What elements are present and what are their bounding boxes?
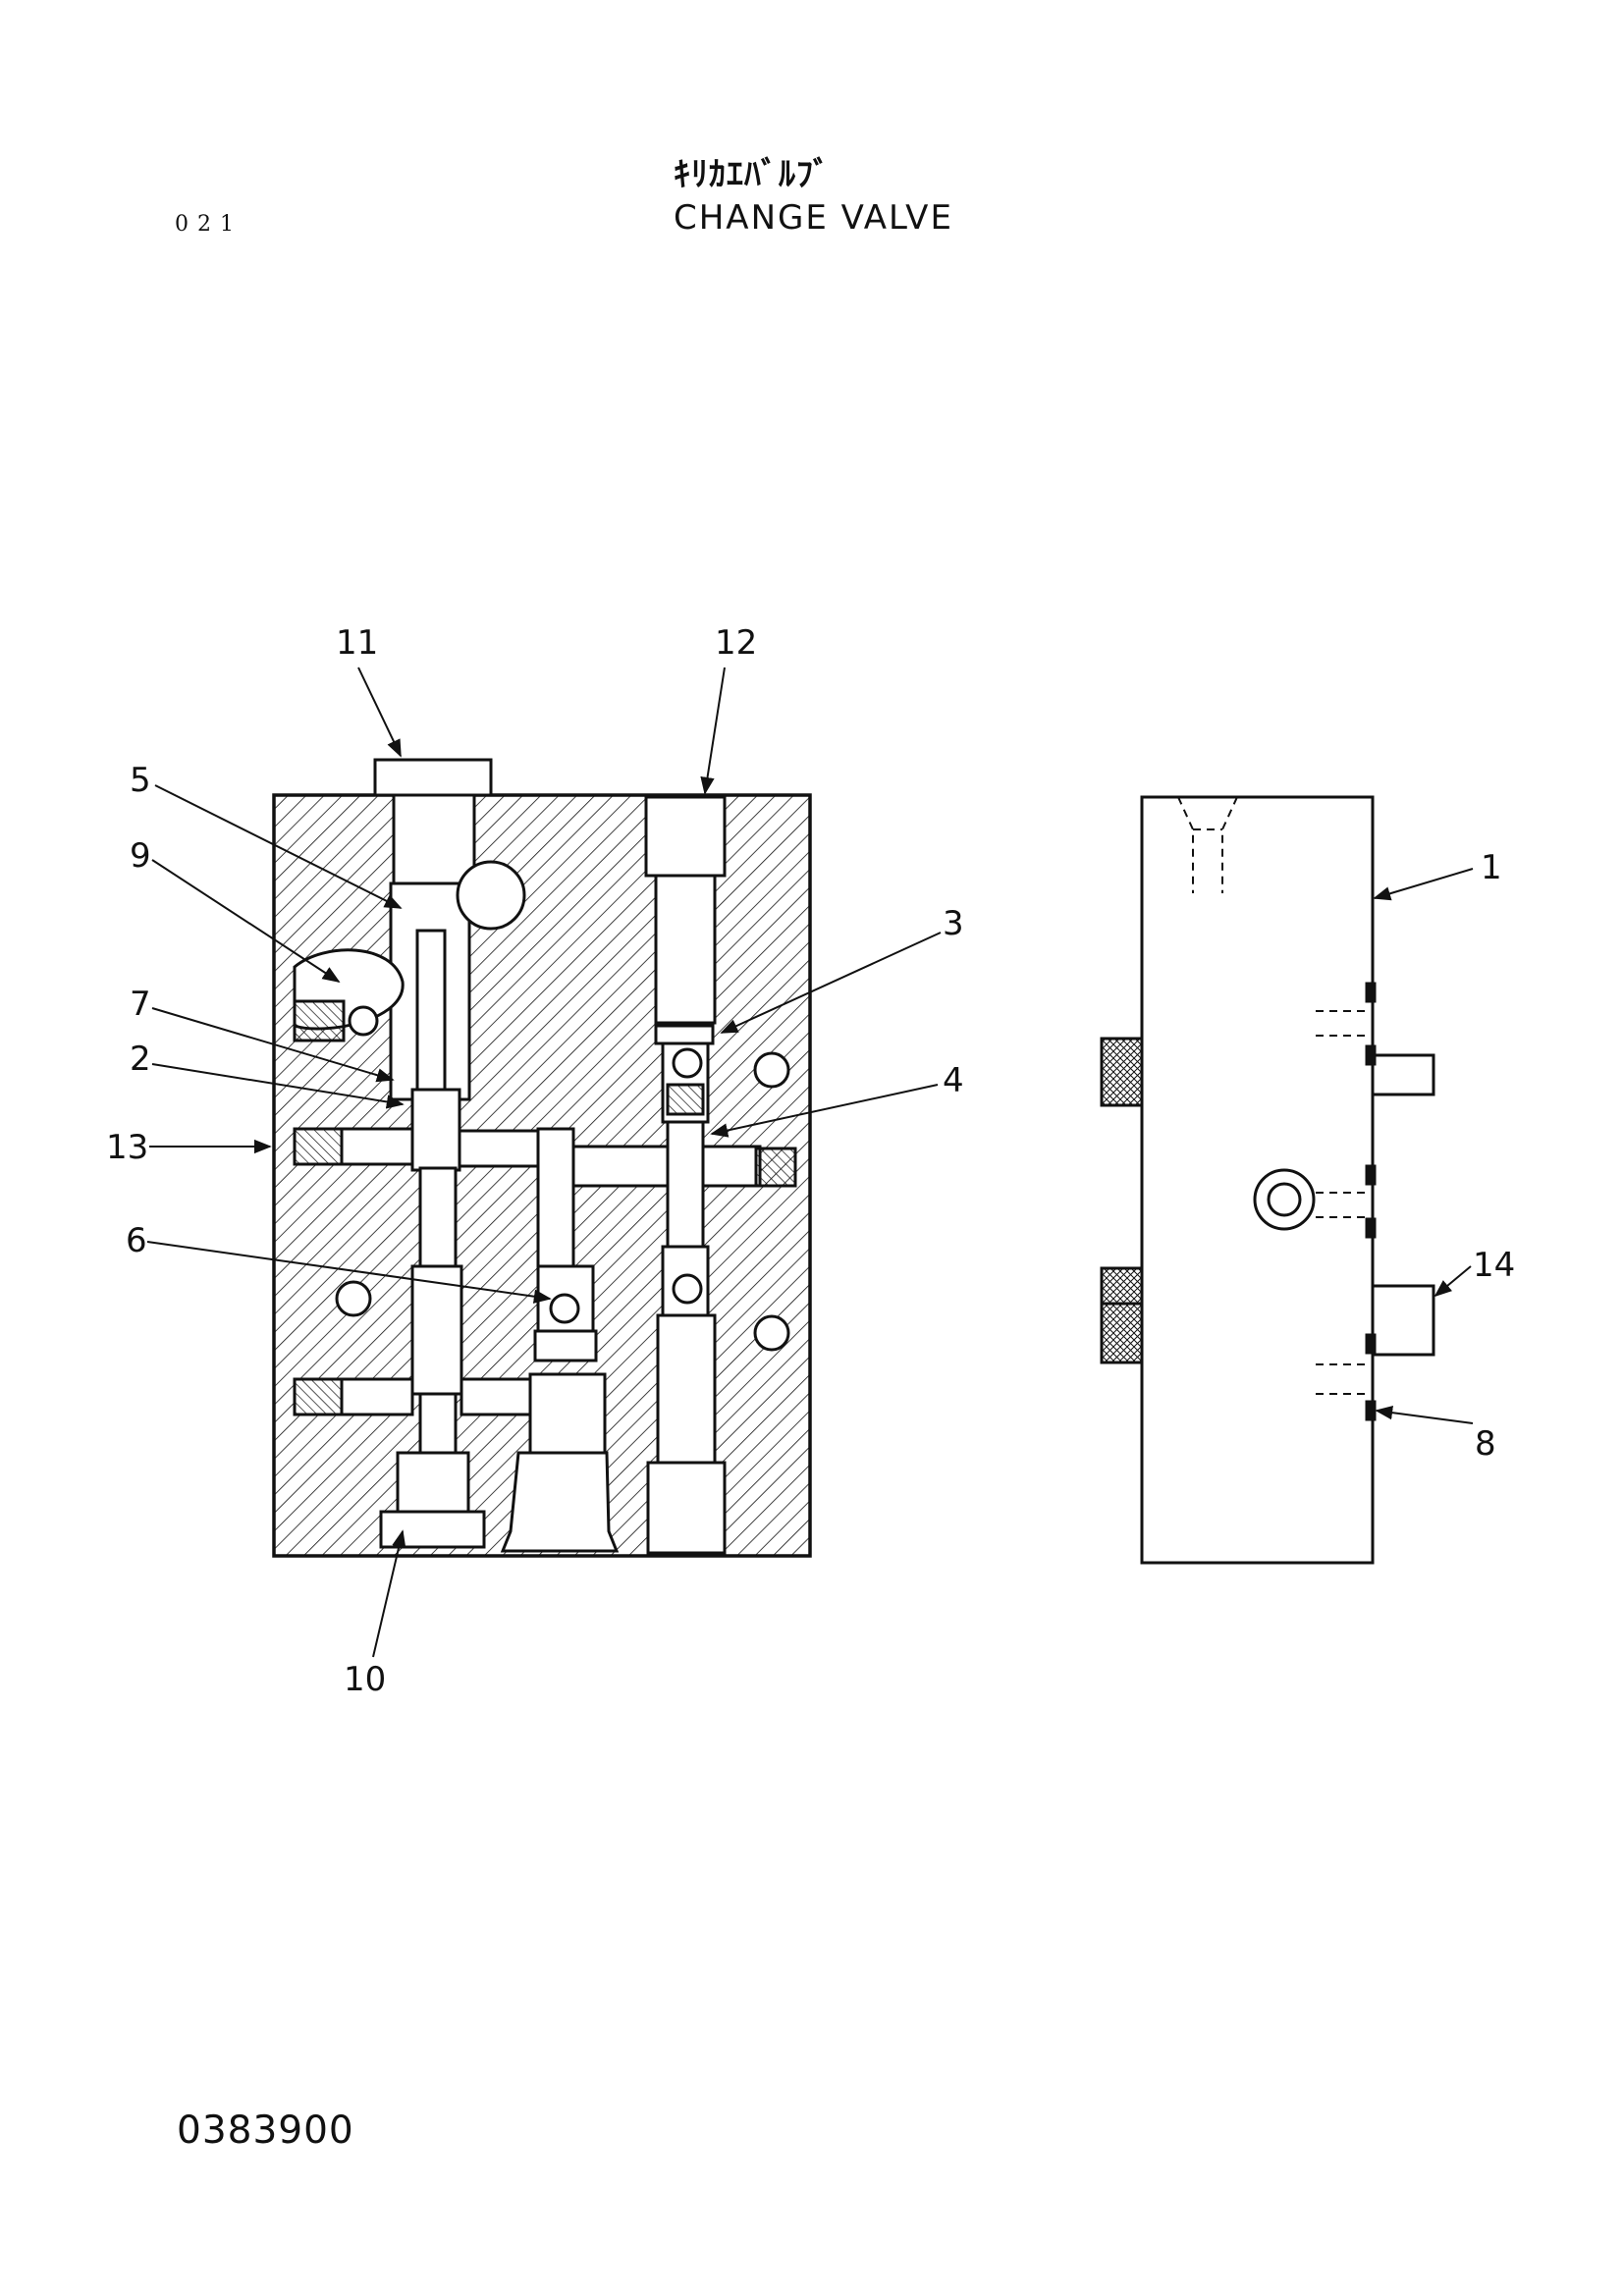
insert-4-hatch (666, 1083, 705, 1116)
side-view (1100, 795, 1435, 1565)
passage-vertical-right (666, 1120, 705, 1252)
plug-7 (293, 999, 346, 1042)
knob-left-upper (1100, 1037, 1144, 1107)
leader-6 (146, 1241, 552, 1304)
seal-8-6 (1365, 1400, 1377, 1421)
port-circle-right-2 (753, 1314, 790, 1352)
port-circle-left (335, 1280, 372, 1317)
port-face-inner (1267, 1182, 1302, 1217)
plug-11 (373, 758, 493, 797)
leader-5 (154, 784, 403, 909)
callout-13: 13 (106, 1128, 148, 1167)
bore-right-lower (656, 1313, 717, 1465)
leader-10 (372, 1529, 406, 1658)
port-circle-right-1 (753, 1051, 790, 1089)
plug-lower-left (293, 1377, 344, 1416)
port-hidden-top (1177, 796, 1238, 893)
ball-9 (348, 1005, 379, 1037)
ball-lower-right (672, 1273, 703, 1305)
title-katakana: ｷﾘｶｴﾊﾞﾙﾌﾞ (674, 155, 831, 194)
ball-4 (672, 1047, 703, 1079)
bore-center-lower (528, 1372, 607, 1455)
spool-mid (418, 1166, 458, 1268)
seal-8-1 (1365, 982, 1377, 1003)
leader-4 (710, 1084, 939, 1138)
spool-upper (410, 1088, 461, 1172)
callout-1: 1 (1481, 848, 1502, 887)
leader-11 (357, 667, 402, 758)
leader-14 (1434, 1265, 1472, 1298)
seal-8-4 (1365, 1217, 1377, 1239)
callout-4: 4 (943, 1061, 964, 1100)
knob-left-lower-1 (1100, 1266, 1144, 1306)
valve-body-side (1140, 795, 1375, 1565)
leader-8 (1375, 1405, 1474, 1424)
ball-6 (549, 1293, 580, 1324)
spool-rod (415, 929, 447, 1095)
callout-12: 12 (715, 623, 757, 663)
plug-13 (293, 1127, 344, 1166)
callout-7: 7 (130, 985, 151, 1024)
leader-1 (1373, 868, 1474, 901)
passage-mid-left (458, 1129, 540, 1168)
callout-8: 8 (1475, 1424, 1496, 1464)
passage-lower-mid (460, 1377, 532, 1416)
spool-bottom (418, 1392, 458, 1455)
callout-3: 3 (943, 904, 964, 943)
callout-14: 14 (1473, 1246, 1515, 1285)
stud-right-lower (1371, 1284, 1435, 1357)
leader-3 (720, 932, 942, 1034)
seal-8-2 (1365, 1044, 1377, 1066)
leader-9 (151, 859, 341, 983)
callout-11: 11 (336, 623, 378, 663)
leader-2 (151, 1063, 405, 1109)
leader-lines (146, 667, 1474, 1658)
callout-5: 5 (130, 761, 151, 800)
bore-upper-left (392, 793, 476, 895)
bore-center-bottom (500, 1451, 620, 1553)
seat-6 (533, 1329, 598, 1362)
leader-12 (700, 667, 726, 795)
passage-vertical-center (536, 1127, 575, 1278)
callout-2: 2 (130, 1040, 151, 1079)
section-view (272, 758, 812, 1558)
callout-6: 6 (126, 1221, 147, 1260)
plug-10 (379, 1510, 486, 1549)
bore-right-top (644, 795, 727, 878)
port-circle-top (456, 860, 526, 931)
bore-right-upper (654, 874, 717, 1025)
page-code: 021 (175, 212, 243, 237)
drawing-number: 0383900 (177, 2109, 354, 2153)
leader-7 (151, 1007, 395, 1083)
seal-8-5 (1365, 1333, 1377, 1355)
callout-labels: 11 12 5 9 7 2 13 6 10 3 4 1 14 8 (106, 623, 1515, 1699)
knob-left-lower-2 (1100, 1302, 1144, 1364)
bore-right-bottom (646, 1461, 727, 1555)
callout-9: 9 (130, 836, 151, 876)
callout-10: 10 (344, 1660, 386, 1699)
title-english: CHANGE VALVE (674, 198, 953, 238)
plug-right (754, 1147, 797, 1188)
seal-8-3 (1365, 1164, 1377, 1186)
stud-right-upper (1371, 1053, 1435, 1096)
seat-3 (654, 1024, 715, 1045)
